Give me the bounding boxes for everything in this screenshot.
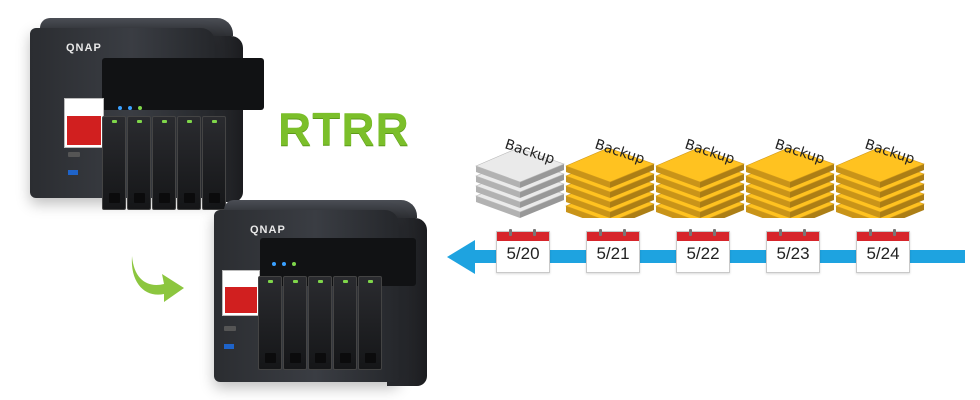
drive-bay[interactable] bbox=[152, 116, 176, 210]
calendar-date-card: 5/24 bbox=[856, 229, 910, 273]
status-led-icon bbox=[292, 262, 296, 266]
backup-stack: Backup bbox=[475, 137, 565, 218]
drive-bay[interactable] bbox=[358, 276, 382, 370]
arrow-left-icon bbox=[447, 240, 475, 274]
backup-stack: Backup bbox=[655, 137, 745, 218]
drive-bay[interactable] bbox=[333, 276, 357, 370]
power-button[interactable] bbox=[68, 152, 80, 157]
status-led-icon bbox=[138, 106, 142, 110]
source-nas-device: QNAP bbox=[30, 18, 264, 210]
backup-layer bbox=[565, 147, 655, 188]
backup-stack: Backup bbox=[745, 137, 835, 218]
usb-port-icon bbox=[224, 344, 234, 349]
nas-display-panel bbox=[102, 58, 264, 110]
backup-layer bbox=[745, 147, 835, 188]
drive-bay[interactable] bbox=[102, 116, 126, 210]
backup-layer bbox=[655, 147, 745, 188]
status-led-icon bbox=[272, 262, 276, 266]
nas-sticker bbox=[222, 270, 260, 316]
backup-stack: Backup bbox=[565, 137, 655, 218]
status-led-icon bbox=[128, 106, 132, 110]
date-label: 5/20 bbox=[506, 244, 540, 263]
nas-sticker bbox=[64, 98, 104, 148]
destination-nas-device: QNAP bbox=[214, 200, 427, 386]
calendar-date-card: 5/23 bbox=[766, 229, 820, 273]
backup-layer bbox=[475, 147, 565, 188]
backup-stack: Backup bbox=[835, 137, 925, 218]
drive-bay[interactable] bbox=[127, 116, 151, 210]
date-label: 5/24 bbox=[866, 244, 900, 263]
backup-layer bbox=[835, 147, 925, 188]
power-button[interactable] bbox=[224, 326, 236, 331]
status-led-icon bbox=[282, 262, 286, 266]
nas-brand-label: QNAP bbox=[66, 42, 102, 54]
drive-bay[interactable] bbox=[202, 116, 226, 210]
calendar-date-card: 5/20 bbox=[496, 229, 550, 273]
drive-bay[interactable] bbox=[283, 276, 307, 370]
rtrr-title: RTRR bbox=[278, 103, 410, 155]
status-led-icon bbox=[118, 106, 122, 110]
drive-bay[interactable] bbox=[308, 276, 332, 370]
date-label: 5/21 bbox=[596, 244, 630, 263]
drive-bay[interactable] bbox=[177, 116, 201, 210]
drive-bay[interactable] bbox=[258, 276, 282, 370]
date-label: 5/22 bbox=[686, 244, 720, 263]
curved-arrow-right-icon bbox=[131, 256, 184, 302]
nas-brand-label: QNAP bbox=[250, 224, 286, 236]
calendar-date-card: 5/22 bbox=[676, 229, 730, 273]
date-label: 5/23 bbox=[776, 244, 810, 263]
calendar-date-card: 5/21 bbox=[586, 229, 640, 273]
usb-port-icon bbox=[68, 170, 78, 175]
